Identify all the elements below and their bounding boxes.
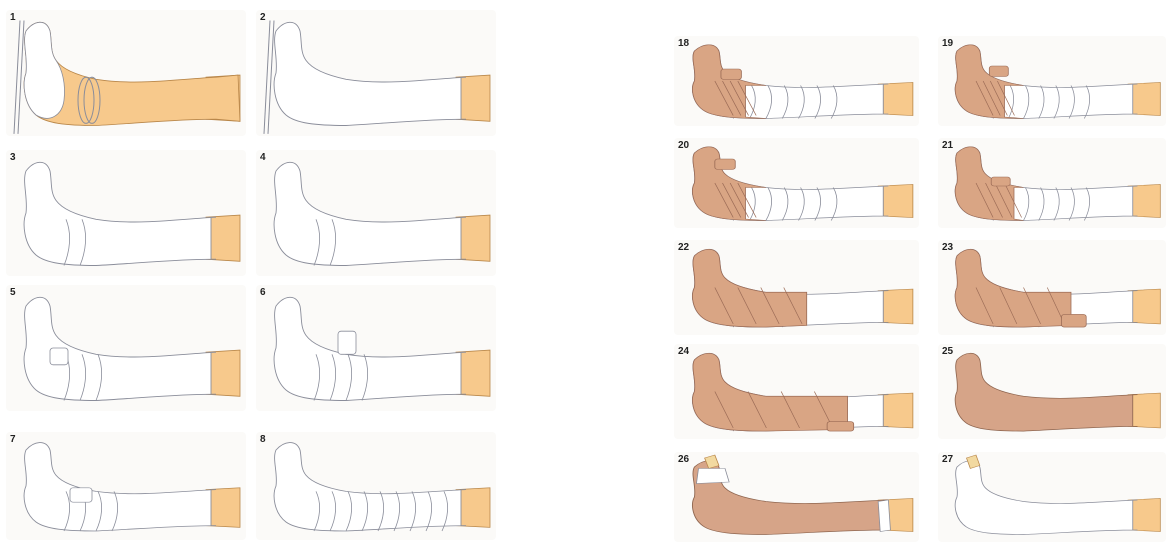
step-number: 23: [942, 242, 953, 253]
step-number: 25: [942, 346, 953, 357]
leg-illustration: [938, 138, 1166, 228]
leg-illustration: [674, 36, 919, 126]
step-panel-2: 2: [256, 10, 496, 136]
step-number: 18: [678, 38, 689, 49]
leg-illustration: [6, 150, 246, 276]
step-number: 8: [260, 434, 266, 445]
step-panel-7: 7: [6, 432, 246, 540]
step-number: 24: [678, 346, 689, 357]
leg-illustration: [938, 344, 1166, 439]
step-panel-5: 5: [6, 285, 246, 411]
leg-illustration: [938, 452, 1166, 542]
step-number: 1: [10, 12, 16, 23]
step-panel-24: 24: [674, 344, 919, 439]
step-number: 21: [942, 140, 953, 151]
step-panel-6: 6: [256, 285, 496, 411]
leg-illustration: [674, 240, 919, 335]
leg-illustration: [674, 452, 919, 542]
leg-illustration: [6, 10, 246, 136]
step-number: 5: [10, 287, 16, 298]
step-number: 3: [10, 152, 16, 163]
step-panel-21: 21: [938, 138, 1166, 228]
step-panel-19: 19: [938, 36, 1166, 126]
step-panel-3: 3: [6, 150, 246, 276]
step-panel-1: 1: [6, 10, 246, 136]
leg-illustration: [256, 285, 496, 411]
leg-illustration: [938, 36, 1166, 126]
step-number: 22: [678, 242, 689, 253]
leg-illustration: [674, 138, 919, 228]
leg-illustration: [674, 344, 919, 439]
leg-illustration: [256, 10, 496, 136]
step-panel-27: 27: [938, 452, 1166, 542]
leg-illustration: [938, 240, 1166, 335]
step-number: 19: [942, 38, 953, 49]
step-number: 4: [260, 152, 266, 163]
step-panel-8: 8: [256, 432, 496, 540]
step-panel-25: 25: [938, 344, 1166, 439]
step-panel-23: 23: [938, 240, 1166, 335]
step-number: 7: [10, 434, 16, 445]
step-number: 6: [260, 287, 266, 298]
step-panel-4: 4: [256, 150, 496, 276]
step-panel-26: 26: [674, 452, 919, 542]
step-panel-18: 18: [674, 36, 919, 126]
leg-illustration: [256, 150, 496, 276]
leg-illustration: [6, 285, 246, 411]
step-number: 20: [678, 140, 689, 151]
step-number: 2: [260, 12, 266, 23]
leg-illustration: [256, 432, 496, 540]
step-number: 27: [942, 454, 953, 465]
step-number: 26: [678, 454, 689, 465]
step-panel-20: 20: [674, 138, 919, 228]
step-panel-22: 22: [674, 240, 919, 335]
leg-illustration: [6, 432, 246, 540]
